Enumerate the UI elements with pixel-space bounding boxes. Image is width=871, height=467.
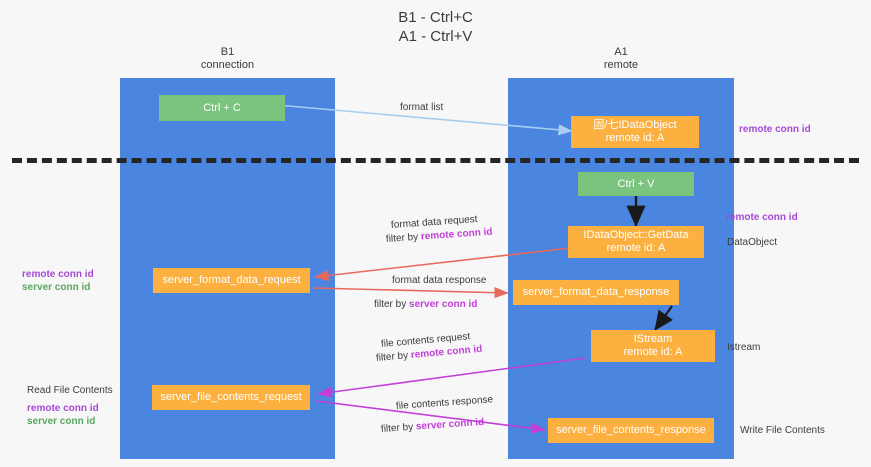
node-istream[interactable]: IStream remote id: A	[591, 330, 715, 362]
node-getdata-line1: IDataObject::GetData	[583, 229, 689, 241]
node-server-file-contents-response-label: server_file_contents_response	[556, 424, 706, 436]
node-istream-line2: remote id: A	[623, 346, 683, 358]
edge-filter-format-data-request-key: remote conn id	[420, 226, 493, 243]
annotation-right-dataobject: DataObject	[727, 237, 778, 248]
edge-filter-file-contents-response-key: server conn id	[415, 416, 485, 433]
page-title: B1 - Ctrl+C A1 - Ctrl+V	[0, 8, 871, 46]
node-ctrl-c[interactable]: Ctrl + C	[159, 95, 285, 121]
node-getdata-line2: remote id: A	[606, 242, 666, 254]
node-idataobject-line2: remote id: A	[605, 132, 665, 144]
section-divider	[12, 158, 859, 163]
edge-label-format-data-response: format data response	[392, 275, 487, 286]
node-server-file-contents-request[interactable]: server_file_contents_request	[152, 385, 310, 410]
annotation-right-istream: Istream	[727, 342, 761, 353]
lane-header-b1-role: connection	[200, 59, 255, 71]
node-getdata[interactable]: IDataObject::GetData remote id: A	[568, 226, 704, 258]
node-server-format-data-request[interactable]: server_format_data_request	[153, 268, 310, 293]
edge-label-format-list: format list	[400, 102, 444, 113]
edge-filter-format-data-request-prefix: filter by	[385, 231, 422, 245]
node-server-format-data-request-label: server_format_data_request	[162, 274, 301, 286]
node-idataobject[interactable]: 固/七IDataObject remote id: A	[571, 116, 699, 148]
annotation-right-top-conn: remote conn id	[739, 124, 811, 135]
annotation-right-write-file: Write File Contents	[740, 425, 825, 436]
node-server-format-data-response[interactable]: server_format_data_response	[513, 280, 679, 305]
lane-header-b1-name: B1	[220, 46, 235, 58]
node-istream-line1: IStream	[633, 333, 673, 345]
lane-header-b1: B1 connection	[120, 46, 335, 72]
edge-filter-file-contents-request-prefix: filter by	[375, 349, 412, 364]
edge-filter-file-contents-response-prefix: filter by	[380, 421, 417, 435]
edge-filter-file-contents-response: filter by server conn id	[381, 416, 485, 436]
edge-filter-format-data-response: filter by server conn id	[374, 298, 477, 311]
annotation-right-mid-conn: remote conn id	[726, 212, 798, 223]
node-ctrl-v-label: Ctrl + V	[617, 177, 655, 190]
node-server-file-contents-request-label: server_file_contents_request	[160, 391, 302, 403]
node-ctrl-v[interactable]: Ctrl + V	[578, 172, 694, 196]
title-line-2: A1 - Ctrl+V	[398, 28, 473, 45]
annotation-left-read-file: Read File Contents	[27, 385, 113, 396]
node-idataobject-line1: 固/七IDataObject	[593, 119, 677, 131]
node-server-format-data-response-label: server_format_data_response	[522, 286, 670, 298]
edge-filter-format-data-response-prefix: filter by	[374, 299, 410, 310]
lane-header-a1-name: A1	[614, 46, 628, 58]
node-ctrl-c-label: Ctrl + C	[203, 101, 241, 114]
edge-filter-format-data-response-key: server conn id	[409, 299, 478, 310]
annotation-left-remote-conn: remote conn id	[22, 269, 94, 280]
title-line-1: B1 - Ctrl+C	[398, 9, 473, 26]
edge-label-file-contents-response: file contents response	[395, 394, 494, 412]
arrow-format-data-response	[313, 287, 509, 299]
lane-header-a1: A1 remote	[508, 46, 734, 72]
annotation-left-remote-conn-2: remote conn id	[27, 403, 99, 414]
node-server-file-contents-response[interactable]: server_file_contents_response	[548, 418, 714, 443]
annotation-left-server-conn-2: server conn id	[27, 416, 96, 427]
annotation-left-server-conn: server conn id	[22, 282, 91, 293]
lane-header-a1-role: remote	[603, 59, 639, 71]
